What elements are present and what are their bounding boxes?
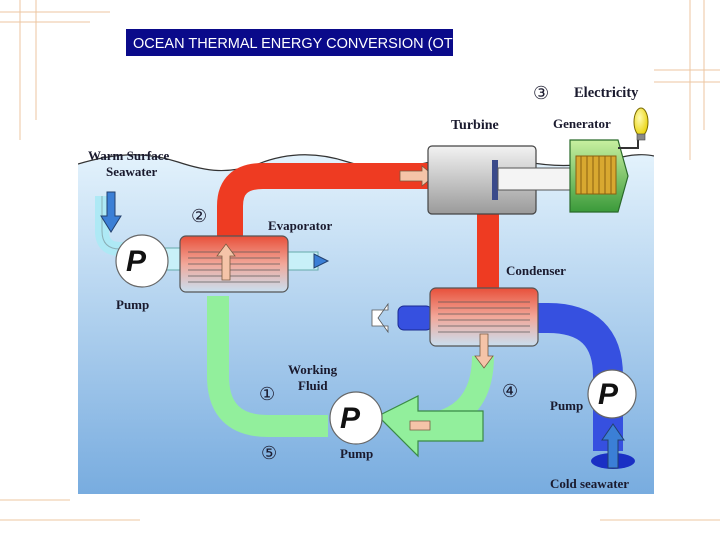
generator-label: Generator [553, 116, 611, 131]
cold-seawater-label: Cold seawater [550, 476, 630, 491]
pump-bottom-label: Pump [340, 446, 374, 461]
liquid-pipe-left [207, 296, 328, 437]
pump-right-symbol: P [598, 378, 619, 411]
diagram-graphics [77, 56, 655, 495]
warm-surface-label-line1: Warm Surface [88, 148, 170, 163]
pump-bottom-circle [329, 391, 383, 445]
warm-intake-arrow [100, 191, 122, 233]
pump-left-label: Pump [116, 297, 150, 312]
step-number-5: ⑤ [261, 443, 278, 464]
slide-title: OCEAN THERMAL ENERGY CONVERSION (OTEC) [133, 36, 478, 52]
evaporator-box [179, 235, 289, 293]
warm-surface-label-line2: Seawater [106, 164, 158, 179]
warm-discharge-pipe [285, 251, 319, 271]
step-number-3: ③ [533, 83, 550, 104]
turbine-label: Turbine [451, 118, 499, 133]
electricity-label: Electricity [574, 85, 639, 101]
working-fluid-label-line1: Working [288, 362, 338, 377]
pump-left-circle [115, 234, 169, 288]
pump-right-circle [587, 369, 637, 419]
condenser-label: Condenser [506, 263, 566, 278]
otec-diagram: Electricity Generator Turbine Warm Surfa… [77, 56, 655, 495]
cold-intake-arrow [601, 423, 625, 469]
liquid-flow-arrow [376, 395, 484, 458]
pump-left-symbol: P [126, 245, 147, 278]
evaporator-label: Evaporator [268, 218, 333, 233]
exhaust-pipe [477, 206, 499, 291]
working-fluid-label-line2: Fluid [298, 378, 328, 393]
step-number-2: ② [191, 206, 208, 227]
pump-right-label: Pump [550, 398, 584, 413]
turbine-shaft [497, 167, 573, 191]
turbine [427, 145, 573, 215]
generator [569, 134, 639, 213]
pump-bottom-symbol: P [340, 402, 361, 435]
cold-discharge-arrow [371, 302, 389, 334]
condenser-box [429, 287, 539, 369]
step-number-4: ④ [502, 381, 519, 402]
step-number-1: ① [259, 384, 276, 405]
warm-discharge-arrow [313, 253, 330, 269]
slide-title-background [126, 29, 453, 59]
lightbulb-icon [633, 107, 649, 141]
vapor-pipe [217, 163, 433, 242]
